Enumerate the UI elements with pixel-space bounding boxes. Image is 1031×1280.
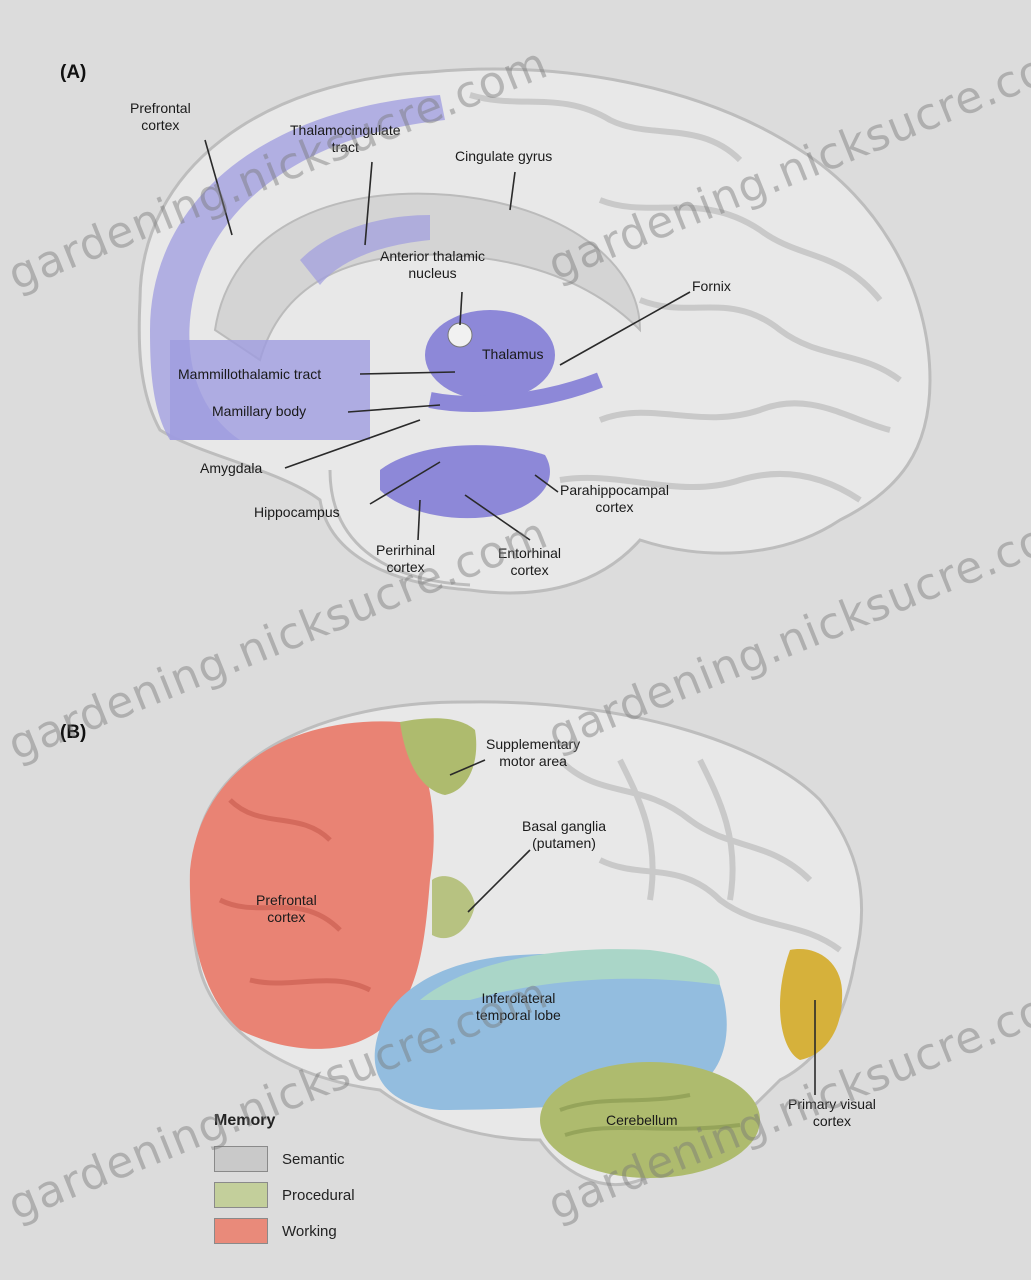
legend-label-working: Working <box>282 1223 337 1240</box>
label-a-thalamus: Thalamus <box>482 346 543 363</box>
label-a-parahippocampal-cortex: Parahippocampalcortex <box>560 482 669 516</box>
legend-item-working: Working <box>214 1218 414 1246</box>
label-a-prefrontal-cortex: Prefrontalcortex <box>130 100 191 134</box>
visual-cortex-region <box>780 949 842 1060</box>
legend-item-procedural: Procedural <box>214 1182 414 1210</box>
label-a-mammillothalamic-tract: Mammillothalamic tract <box>178 366 321 383</box>
label-a-cingulate-gyrus: Cingulate gyrus <box>455 148 552 165</box>
label-a-fornix: Fornix <box>692 278 731 295</box>
label-a-hippocampus: Hippocampus <box>254 504 340 521</box>
legend-swatch-semantic <box>214 1146 268 1172</box>
limbic-prefrontal-region <box>170 340 370 440</box>
legend-swatch-working <box>214 1218 268 1244</box>
legend-label-semantic: Semantic <box>282 1151 345 1168</box>
legend-swatch-procedural <box>214 1182 268 1208</box>
label-a-amygdala: Amygdala <box>200 460 262 477</box>
label-a-mammillary-body: Mamillary body <box>212 403 306 420</box>
label-a-anterior-thalamic-nucleus: Anterior thalamicnucleus <box>380 248 485 282</box>
label-b-basal-ganglia: Basal ganglia(putamen) <box>522 818 606 852</box>
label-b-cerebellum: Cerebellum <box>606 1112 678 1129</box>
legend-label-procedural: Procedural <box>282 1187 355 1204</box>
legend-item-semantic: Semantic <box>214 1146 414 1174</box>
working-prefrontal-region <box>190 721 434 1049</box>
label-b-prefrontal-cortex: Prefrontalcortex <box>256 892 317 926</box>
panel-a-letter: (A) <box>60 62 86 84</box>
